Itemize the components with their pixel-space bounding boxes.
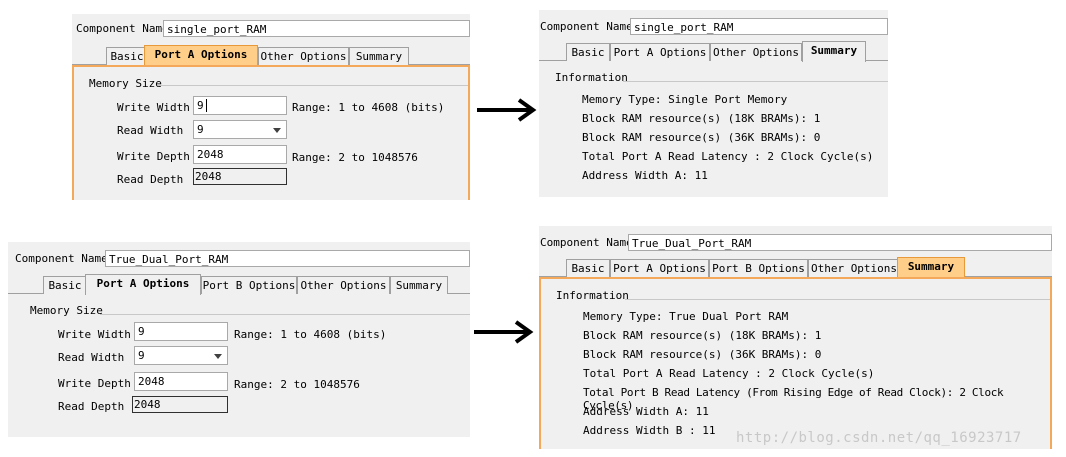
component-name-input[interactable]: single_port_RAM: [630, 18, 888, 35]
tab-basic[interactable]: Basic: [566, 43, 610, 61]
tab-other-options[interactable]: Other Options: [808, 259, 900, 277]
tab-basic[interactable]: Basic: [43, 276, 87, 294]
write-depth-range: Range: 2 to 1048576: [234, 378, 360, 391]
chevron-down-icon: [214, 354, 222, 359]
right-arrow-icon: [477, 98, 537, 122]
component-name-input[interactable]: True_Dual_Port_RAM: [628, 234, 1052, 251]
tab-port-a-options[interactable]: Port A Options: [610, 43, 710, 61]
right-arrow-icon: [474, 320, 534, 344]
read-width-select[interactable]: 9: [134, 346, 228, 365]
info-line: Total Port B Read Latency (From Rising E…: [583, 386, 1004, 412]
write-width-range: Range: 1 to 4608 (bits): [234, 328, 387, 341]
tab-other-options[interactable]: Other Options: [258, 47, 349, 65]
tab-bar: Basic Port A Options Other Options Summa…: [539, 41, 888, 62]
component-name-label: Component Name: [540, 20, 633, 33]
write-width-label: Write Width: [58, 328, 131, 341]
tab-content: Information Memory Type: True Dual Port …: [539, 277, 1052, 449]
info-line: Block RAM resource(s) (18K BRAMs): 1: [583, 329, 822, 342]
tab-port-a-options[interactable]: Port A Options: [610, 259, 709, 277]
write-depth-label: Write Depth: [117, 150, 190, 163]
info-line: Address Width B : 11: [583, 424, 716, 437]
read-depth-readonly: 2048: [193, 168, 287, 185]
info-line: Block RAM resource(s) (18K BRAMs): 1: [582, 112, 821, 125]
write-depth-input[interactable]: 2048: [134, 372, 228, 391]
panel-single-port-summary: Component Name single_port_RAM Basic Por…: [539, 10, 888, 197]
read-width-label: Read Width: [117, 124, 184, 137]
tab-port-b-options[interactable]: Port B Options: [201, 276, 297, 294]
tab-summary[interactable]: Summary: [802, 41, 866, 62]
component-name-input[interactable]: True_Dual_Port_RAM: [105, 250, 470, 267]
tab-bar: Basic Port A Options Port B Options Othe…: [539, 257, 1052, 278]
write-width-input[interactable]: 9: [193, 96, 287, 115]
info-line: Block RAM resource(s) (36K BRAMs): 0: [583, 348, 822, 361]
info-line: Address Width A: 11: [582, 169, 708, 182]
tab-bar: Basic Port A Options Other Options Summa…: [72, 45, 470, 66]
tab-bar: Basic Port A Options Port B Options Othe…: [8, 274, 470, 295]
info-line: Total Port A Read Latency : 2 Clock Cycl…: [583, 367, 875, 380]
component-name-label: Component Name: [76, 22, 169, 35]
component-name-row: Component Name True_Dual_Port_RAM: [8, 244, 470, 270]
info-line: Address Width A: 11: [583, 405, 709, 418]
panel-dual-port-options: Component Name True_Dual_Port_RAM Basic …: [8, 242, 470, 437]
watermark: http://blog.csdn.net/qq_16923717: [736, 430, 1022, 446]
panel-single-port-options: Component Name single_port_RAM Basic Por…: [72, 14, 470, 200]
read-depth-label: Read Depth: [117, 173, 184, 186]
read-depth-readonly: 2048: [132, 396, 228, 413]
read-width-select[interactable]: 9: [193, 120, 287, 139]
panel-dual-port-summary: Component Name True_Dual_Port_RAM Basic …: [539, 226, 1052, 449]
tab-content: Information Memory Type: Single Port Mem…: [539, 61, 888, 197]
tab-other-options[interactable]: Other Options: [710, 43, 802, 61]
tab-summary[interactable]: Summary: [390, 276, 448, 294]
section-title: Memory Size: [30, 304, 103, 317]
info-line: Memory Type: Single Port Memory: [582, 93, 788, 106]
section-title: Information: [555, 71, 628, 84]
component-name-row: Component Name single_port_RAM: [539, 12, 888, 38]
write-depth-range: Range: 2 to 1048576: [292, 151, 418, 164]
write-depth-input[interactable]: 2048: [193, 145, 287, 164]
component-name-label: Component Name: [15, 252, 108, 265]
tab-basic[interactable]: Basic: [106, 47, 148, 65]
section-title: Memory Size: [89, 77, 162, 90]
info-line: Block RAM resource(s) (36K BRAMs): 0: [582, 131, 821, 144]
tab-content: Memory Size Write Width 9 Range: 1 to 46…: [72, 65, 470, 200]
tab-summary[interactable]: Summary: [897, 257, 965, 278]
chevron-down-icon: [273, 128, 281, 133]
component-name-input[interactable]: single_port_RAM: [163, 20, 470, 37]
tab-port-a-options[interactable]: Port A Options: [144, 45, 258, 66]
read-width-label: Read Width: [58, 351, 125, 364]
tab-other-options[interactable]: Other Options: [297, 276, 390, 294]
tab-summary[interactable]: Summary: [349, 47, 409, 65]
write-width-label: Write Width: [117, 101, 190, 114]
write-width-input[interactable]: 9: [134, 322, 228, 341]
component-name-label: Component Name: [540, 236, 633, 249]
section-title: Information: [556, 289, 629, 302]
info-line: Total Port A Read Latency : 2 Clock Cycl…: [582, 150, 874, 163]
component-name-row: Component Name single_port_RAM: [72, 14, 470, 40]
info-line: Memory Type: True Dual Port RAM: [583, 310, 789, 323]
tab-port-b-options[interactable]: Port B Options: [709, 259, 808, 277]
tab-port-a-options[interactable]: Port A Options: [85, 274, 201, 295]
write-depth-label: Write Depth: [58, 377, 131, 390]
tab-content: Memory Size Write Width 9 Range: 1 to 46…: [8, 294, 470, 437]
read-depth-label: Read Depth: [58, 400, 125, 413]
component-name-row: Component Name True_Dual_Port_RAM: [539, 228, 1052, 254]
write-width-range: Range: 1 to 4608 (bits): [292, 101, 445, 114]
tab-basic[interactable]: Basic: [566, 259, 610, 277]
